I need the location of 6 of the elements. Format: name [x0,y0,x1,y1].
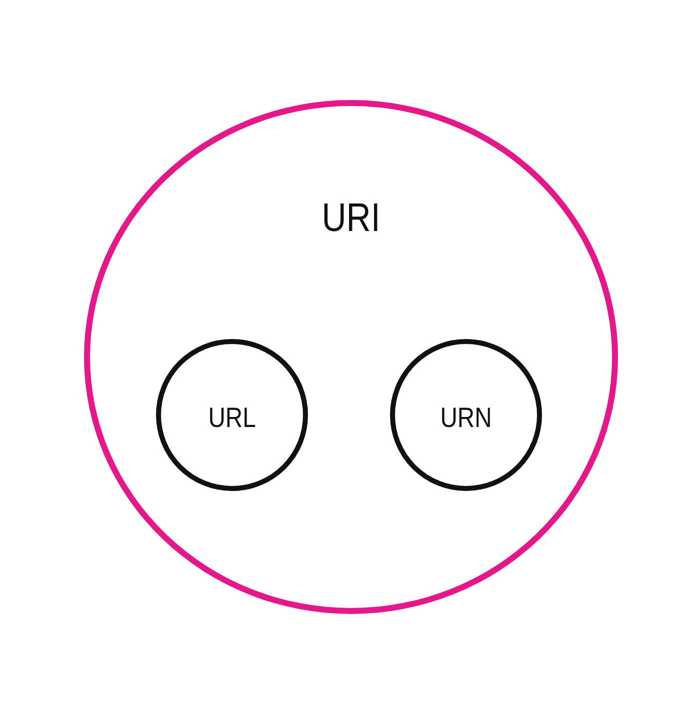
inner-circle [156,339,308,491]
circle-label: URL [208,402,256,434]
circle-label: URN [440,402,492,434]
inner-circle [390,339,542,491]
circle-label: URI [322,196,380,241]
outer-circle [84,100,618,614]
